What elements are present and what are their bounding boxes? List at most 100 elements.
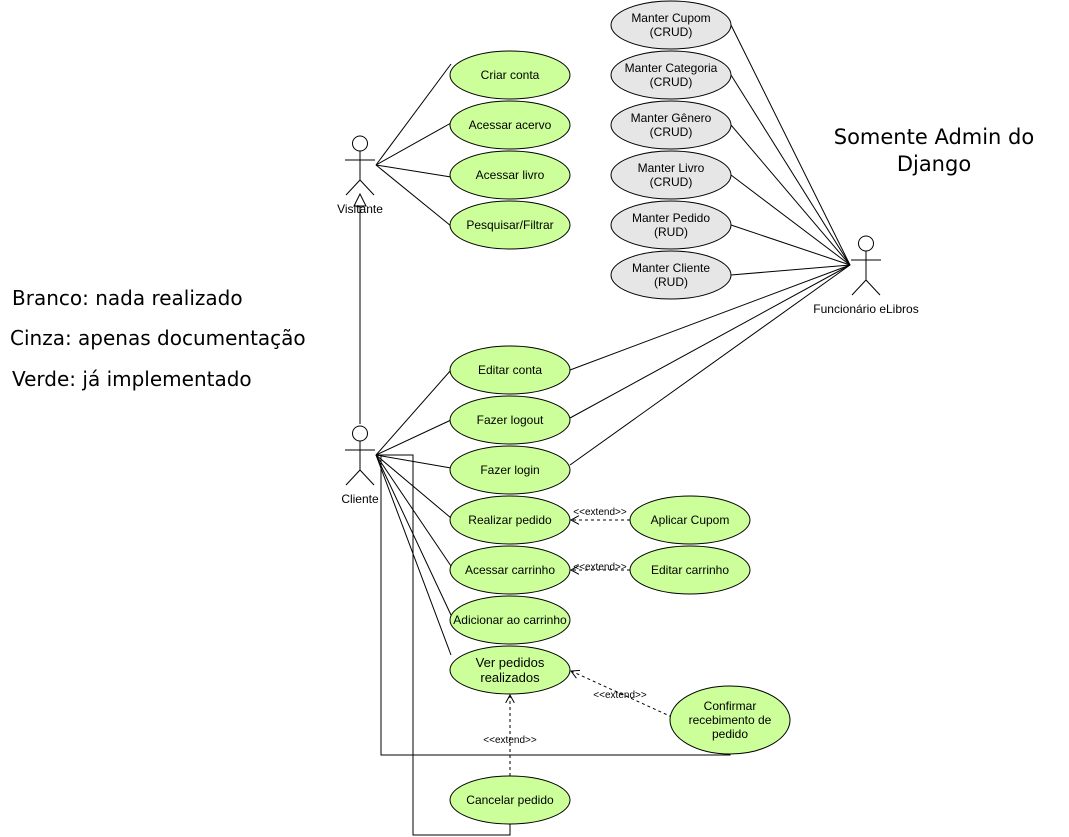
extend-cancelar-pedido-arrowhead [505, 693, 515, 704]
extend-confirmar-recebimento-arrowhead [570, 669, 581, 679]
connector-cancelar [376, 454, 511, 836]
actor-left-leg [851, 279, 867, 296]
use-case-shape [610, 150, 732, 200]
use-case-shape [449, 545, 571, 595]
use-case-shape [449, 445, 571, 495]
legend-green: Verde: já implementado [12, 367, 252, 391]
use-case-acessar-livro: Acessar livro [449, 150, 571, 200]
use-case-label: Acessar carrinho [465, 563, 555, 577]
use-case-shape [629, 545, 751, 595]
association-line [569, 264, 851, 419]
actor-label: Visitante [337, 202, 383, 216]
use-case-label: Editar carrinho [651, 563, 729, 577]
use-case-label: Confirmar [704, 699, 757, 713]
use-case-shape [669, 685, 791, 755]
use-case-shape [449, 495, 571, 545]
use-case-label: Pesquisar/Filtrar [466, 218, 553, 232]
use-case-label: Acessar acervo [469, 118, 552, 132]
use-case-label: (CRUD) [650, 75, 693, 89]
generalization-arrowhead [353, 192, 367, 207]
use-case-manter-livro: Manter Livro(CRUD) [610, 150, 732, 200]
actor-head [352, 425, 368, 442]
use-case-realizar-pedido: Realizar pedido [449, 495, 571, 545]
use-case-label: (RUD) [654, 225, 688, 239]
admin-note-line2: Django [896, 152, 972, 176]
association-line [730, 174, 851, 266]
actor-label: Funcionário eLibros [813, 302, 918, 316]
use-case-label: (RUD) [654, 275, 688, 289]
association-line [375, 122, 452, 166]
use-case-shape [610, 200, 732, 250]
association-line [730, 124, 851, 266]
legend-white: Branco: nada realizado [12, 286, 243, 310]
actor-head [352, 135, 368, 152]
use-case-shape [449, 595, 571, 645]
association-line [730, 264, 851, 276]
use-case-acessar-acervo: Acessar acervo [449, 100, 571, 150]
use-case-pesquisar-filtrar: Pesquisar/Filtrar [449, 200, 571, 250]
use-case-aplicar-cupom: Aplicar Cupom [629, 495, 751, 545]
use-case-fazer-login: Fazer login [449, 445, 571, 495]
actor-cliente: Cliente [341, 425, 379, 506]
use-case-shape [449, 395, 571, 445]
use-case-acessar-carrinho: Acessar carrinho [449, 545, 571, 595]
extend-aplicar-cupom-label: <<extend>> [573, 507, 627, 518]
actor-right-leg [359, 469, 375, 486]
use-case-shape [610, 50, 732, 100]
use-case-shape [449, 775, 571, 825]
use-case-shape [449, 50, 571, 100]
extend-confirmar-recebimento-label: <<extend>> [593, 690, 647, 701]
use-case-label: Realizar pedido [468, 513, 552, 527]
use-case-label: realizados [480, 670, 540, 685]
extend-cancelar-pedido-label: <<extend>> [483, 735, 537, 746]
use-case-label: Fazer logout [477, 413, 544, 427]
use-case-shape [449, 100, 571, 150]
use-case-label: (CRUD) [650, 125, 693, 139]
extend-editar-carrinho-label: <<extend>> [573, 562, 627, 573]
use-case-label: (CRUD) [650, 25, 693, 39]
use-case-shape [449, 200, 571, 250]
use-case-label: recebimento de [689, 713, 772, 727]
association-line [569, 264, 851, 371]
admin-note: Somente Admin do Django [824, 124, 1044, 178]
use-case-shape [610, 250, 732, 300]
legend-gray: Cinza: apenas documentação [10, 326, 306, 350]
use-case-label: Manter Cliente [632, 261, 710, 275]
use-case-manter-cupom: Manter Cupom(CRUD) [610, 0, 732, 50]
use-case-label: Acessar livro [476, 168, 545, 182]
use-case-fazer-logout: Fazer logout [449, 395, 571, 445]
use-case-label: Ver pedidos [476, 655, 545, 670]
actor-visitante: Visitante [337, 135, 383, 216]
actor-right-leg [865, 279, 881, 296]
use-case-label: Manter Gênero [631, 111, 712, 125]
association-line [569, 264, 851, 466]
use-case-shape [449, 645, 571, 695]
extend-aplicar-cupom-arrowhead [569, 515, 580, 525]
use-case-label: Manter Livro [638, 161, 705, 175]
use-case-criar-conta: Criar conta [449, 50, 571, 100]
use-case-shape [610, 0, 732, 50]
use-case-shape [629, 495, 751, 545]
use-case-shape [449, 345, 571, 395]
actor-right-leg [359, 179, 375, 196]
use-case-shape [449, 150, 571, 200]
use-case-label: Manter Pedido [632, 211, 710, 225]
use-case-label: Aplicar Cupom [651, 513, 730, 527]
use-case-label: (CRUD) [650, 175, 693, 189]
use-case-label: Adicionar ao carrinho [453, 613, 567, 627]
association-line [375, 164, 452, 227]
association-line [730, 74, 851, 266]
use-case-manter-pedido: Manter Pedido(RUD) [610, 200, 732, 250]
association-line [730, 24, 851, 266]
actor-left-leg [345, 179, 361, 196]
use-case-manter-cliente: Manter Cliente(RUD) [610, 250, 732, 300]
use-case-label: Manter Cupom [631, 11, 710, 25]
admin-note-line1: Somente Admin do [833, 125, 1035, 149]
use-case-label: Manter Categoria [625, 61, 718, 75]
association-line [375, 63, 452, 166]
actor-head [858, 235, 874, 252]
use-case-cancelar-pedido: Cancelar pedido [449, 775, 571, 825]
use-case-label: pedido [712, 727, 748, 741]
